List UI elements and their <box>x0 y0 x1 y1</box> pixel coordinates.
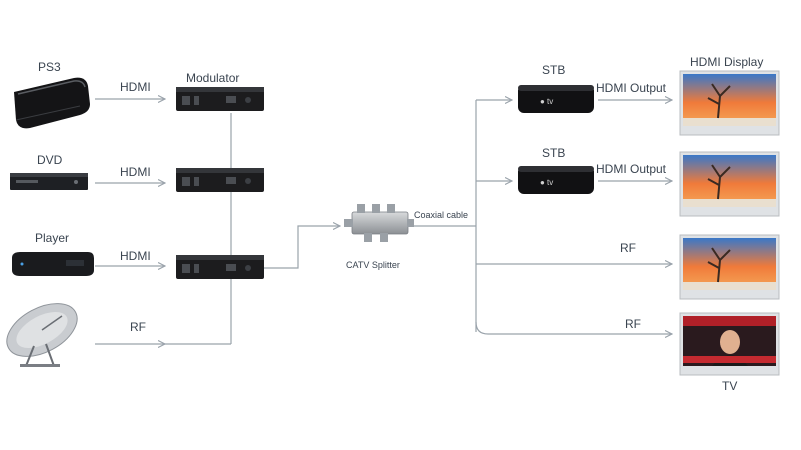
display-label: HDMI Display <box>690 55 763 69</box>
satellite-dish-icon <box>6 303 78 367</box>
catv-splitter-icon <box>344 204 414 242</box>
wire-rf-out-2 <box>475 321 672 334</box>
label-hdmi-3: HDMI <box>120 249 151 263</box>
wires <box>95 99 672 344</box>
ps3-icon <box>14 77 90 129</box>
label-hdmi-2: HDMI <box>120 165 151 179</box>
modulator-1-icon <box>176 87 264 111</box>
source-label-ps3: PS3 <box>38 60 61 74</box>
label-rf-out-1: RF <box>620 241 636 255</box>
modulator-3-icon <box>176 255 264 279</box>
source-label-player: Player <box>35 231 69 245</box>
label-hdmi-1: HDMI <box>120 80 151 94</box>
source-label-dvd: DVD <box>37 153 63 167</box>
label-hdmi-output-2: HDMI Output <box>596 162 667 176</box>
splitter-label: CATV Splitter <box>346 260 400 270</box>
tv-icon <box>679 312 780 376</box>
stb-2-icon: ● tv <box>518 166 594 194</box>
label-rf-out-2: RF <box>625 317 641 331</box>
media-player-icon <box>12 252 94 276</box>
svg-text:● tv: ● tv <box>540 178 553 187</box>
display-3-icon <box>679 234 780 300</box>
label-rf-in: RF <box>130 320 146 334</box>
modulator-label: Modulator <box>186 71 239 85</box>
svg-text:● tv: ● tv <box>540 97 553 106</box>
stb-1-label: STB <box>542 63 565 77</box>
label-coaxial: Coaxial cable <box>414 210 468 220</box>
display-1-icon <box>679 70 780 136</box>
stb-1-icon: ● tv <box>518 85 594 113</box>
tv-label: TV <box>722 379 737 393</box>
modulator-2-icon <box>176 168 264 192</box>
display-2-icon <box>679 151 780 217</box>
stb-2-label: STB <box>542 146 565 160</box>
dvd-player-icon <box>10 173 88 190</box>
label-hdmi-output-1: HDMI Output <box>596 81 667 95</box>
wire-modulator-splitter <box>264 226 340 269</box>
